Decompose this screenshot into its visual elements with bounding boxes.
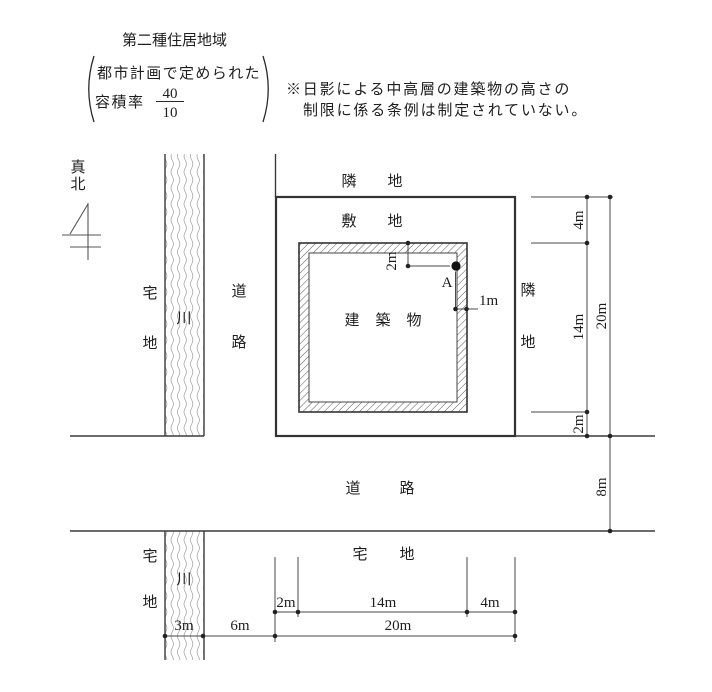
label-road-vertical: 道路 [231, 283, 246, 351]
right-dimension-chain: 4m 14m 2m 20m 8m [531, 194, 613, 534]
bottom-dimension-chains: 2m 14m 4m 3m 6m 20m [162, 557, 518, 642]
ratio-denominator: 10 [163, 105, 178, 121]
dim-north-setback: 4m [571, 210, 587, 230]
shadow-note-line1: ※日影による中高層の建築物の高さの [286, 80, 571, 98]
dim-site-width: 20m [385, 618, 412, 634]
dim-building-depth: 14m [571, 313, 587, 340]
district-title: 第二種住居地域 [122, 31, 227, 49]
true-north-label: 真北 [70, 158, 85, 193]
north-arrow-icon [62, 203, 101, 260]
river-lower-band [164, 531, 205, 660]
river-upper-fill [165, 154, 204, 436]
ratio-numerator: 40 [163, 86, 178, 102]
dim-a-from-east: 1m [479, 293, 499, 309]
ratio-label: 容積率 [95, 94, 145, 111]
site-boundary [274, 195, 517, 438]
label-residential-northwest: 宅地 [142, 285, 157, 352]
river-lower-fill [165, 531, 204, 660]
building-outline [298, 242, 468, 413]
label-neighbor-east: 隣地 [520, 282, 535, 351]
header-block: 第二種住居地域 都市計画で定められた 容積率 40 10 ※日影による中高層の建… [88, 31, 588, 123]
label-residential-southwest: 宅地 [142, 548, 157, 611]
dim-building-width: 14m [370, 595, 397, 611]
label-road-horizontal: 道路 [346, 480, 454, 497]
dim-west-setback: 2m [276, 595, 296, 611]
label-river-lower: 川 [176, 572, 191, 588]
point-a-dimensions: 2m A 1m [384, 240, 499, 312]
river-upper-band [164, 154, 205, 436]
label-site: 敷地 [342, 212, 434, 230]
label-neighbor-north: 隣地 [342, 173, 434, 190]
dim-east-setback: 4m [480, 595, 500, 611]
label-residential-south: 宅地 [353, 546, 447, 563]
dim-south-setback: 2m [571, 414, 587, 434]
shadow-note-line2: 制限に係る条例は制定されていない。 [303, 102, 588, 119]
dim-site-depth: 20m [594, 302, 610, 329]
point-a-marker [451, 261, 461, 271]
left-parenthesis [88, 55, 95, 123]
label-river-upper: 川 [176, 311, 191, 327]
parenthetical-line1: 都市計画で定められた [97, 65, 261, 82]
dim-road-width-south: 8m [594, 477, 610, 497]
road-boundary-lines [70, 154, 655, 532]
dim-road-width-west: 6m [230, 618, 250, 634]
right-parenthesis [262, 55, 269, 123]
dim-river-width: 3m [174, 618, 194, 634]
label-building: 建築物 [345, 311, 438, 329]
point-a-label: A [442, 275, 453, 291]
dim-a-from-north: 2m [384, 251, 400, 271]
true-north-compass: 真北 [62, 158, 101, 260]
